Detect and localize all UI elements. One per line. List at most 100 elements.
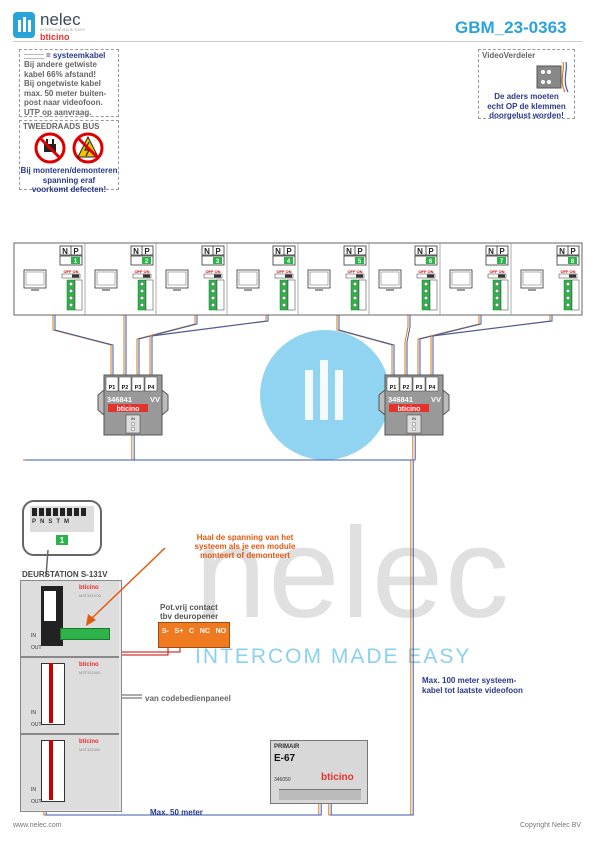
- splitter-port: [105, 376, 119, 392]
- terminal-zoom-icon: 1: [30, 506, 94, 545]
- port-label: P1: [390, 385, 397, 391]
- relay-term-c: C: [189, 628, 195, 635]
- port-label: P2: [122, 385, 129, 391]
- watermark-tagline: INTERCOM MADE EASY: [195, 645, 472, 668]
- module-3-in: IN: [31, 787, 36, 793]
- switch-label: OFF ON: [347, 269, 362, 274]
- video-distributor-title: VideoVerdeler: [482, 51, 536, 60]
- module-1-out: OUT: [31, 645, 42, 651]
- door-module-1: bticino M3T331V00 IN OUT: [21, 581, 119, 658]
- monitor-number: 8: [571, 259, 575, 265]
- callout-terminal-s: S: [48, 519, 57, 525]
- cable-note-box: = systeemkabel Bij andere getwiste kabel…: [19, 49, 119, 117]
- switch: [416, 273, 436, 279]
- terminal-p: P: [286, 247, 292, 256]
- module-3-brand: bticino: [79, 739, 99, 745]
- switch-label: OFF ON: [63, 269, 78, 274]
- port-label: P2: [403, 385, 410, 391]
- terminal-n: N: [417, 247, 423, 256]
- system-cable: [131, 433, 413, 461]
- splitter-vv: VV: [150, 395, 160, 404]
- callout-terminal-n: N: [40, 519, 49, 525]
- port-label: P4: [429, 385, 437, 391]
- terminal-p: P: [144, 247, 150, 256]
- monitor-number: 6: [429, 259, 433, 265]
- splitter-model: 346841: [388, 395, 413, 404]
- monitor-number: 5: [358, 259, 362, 265]
- document-id: GBM_23-0363: [455, 18, 567, 37]
- header-divider: [13, 41, 582, 42]
- relay-title: Pot.vrij contact tbv deuropener: [160, 603, 219, 621]
- number-badge: [142, 257, 151, 264]
- switch-label: OFF ON: [276, 269, 291, 274]
- port-label: P3: [135, 385, 142, 391]
- system-cable: [133, 433, 416, 461]
- cable-legend-symbol: [24, 54, 44, 59]
- splitter-model: 346841: [107, 395, 132, 404]
- splitter-port: [144, 376, 158, 392]
- system-cable: [45, 795, 322, 816]
- callout-terminal-m: M: [64, 519, 74, 525]
- video-distributor-box: VideoVerdeler De aders moeten echt OP de…: [478, 49, 575, 120]
- monitor-number: 7: [500, 259, 504, 265]
- psu-model: E-67: [274, 753, 296, 764]
- terminal-n: N: [62, 247, 68, 256]
- switch-label: OFF ON: [418, 269, 433, 274]
- monitor-number: 1: [74, 259, 78, 265]
- brand-name: nelec: [40, 10, 81, 29]
- terminal-p: P: [215, 247, 221, 256]
- module-3-code: M3T332400: [79, 747, 101, 752]
- terminal-n: N: [488, 247, 494, 256]
- door-station-panel: bticino M3T331V00 IN OUT bticino M3T3324…: [20, 580, 122, 812]
- port-label: P4: [148, 385, 156, 391]
- psu-primary: PRIMAIR: [274, 744, 300, 750]
- bus-note-text: Bij monteren/demonteren spanning eraf vo…: [20, 166, 118, 194]
- module-1-code: M3T331V00: [79, 593, 101, 598]
- door-station-title: DEURSTATION S-131V: [22, 570, 108, 579]
- switch-label: OFF ON: [134, 269, 149, 274]
- brand-tagline: INTERCOM MADE EASY: [40, 28, 86, 32]
- terminal-p: P: [357, 247, 363, 256]
- cable-legend-text: = systeemkabel: [46, 51, 106, 60]
- no-voltage-icon: [72, 132, 104, 164]
- monitor-number: 4: [287, 259, 291, 265]
- relay-term-nc: NC: [199, 628, 210, 635]
- splitter-brand: bticino: [398, 406, 421, 413]
- module-2-out: OUT: [31, 722, 42, 728]
- switch: [345, 273, 365, 279]
- psu-brand: bticino: [321, 772, 354, 783]
- video-distributor-icon: [536, 61, 569, 93]
- terminal-n: N: [133, 247, 139, 256]
- footer-left[interactable]: www.nelec.com: [13, 822, 62, 829]
- port-label: P3: [416, 385, 423, 391]
- terminal-n: N: [275, 247, 281, 256]
- module-3-out: OUT: [31, 799, 42, 805]
- nelec-logo-icon: [13, 12, 35, 38]
- cable-note-text: Bij andere getwiste kabel 66% afstand! B…: [24, 60, 107, 117]
- module-1-in: IN: [31, 633, 36, 639]
- module-2-brand: bticino: [79, 662, 99, 668]
- terminal-n: N: [204, 247, 210, 256]
- terminal-p: P: [73, 247, 79, 256]
- terminal-p: P: [570, 247, 576, 256]
- switch: [61, 273, 81, 279]
- number-badge: [497, 257, 506, 264]
- psu-code: 346050: [274, 777, 291, 783]
- relay-term-no: NO: [215, 628, 227, 635]
- monitor-number: 2: [145, 259, 149, 265]
- switch-label: OFF ON: [205, 269, 220, 274]
- number-badge: [568, 257, 577, 264]
- callout-pointer: [45, 550, 49, 577]
- module-2-code: M3T332400: [79, 670, 101, 675]
- relay-term-s-plus: S+: [174, 628, 184, 635]
- splitter-in-label: IN: [412, 416, 416, 421]
